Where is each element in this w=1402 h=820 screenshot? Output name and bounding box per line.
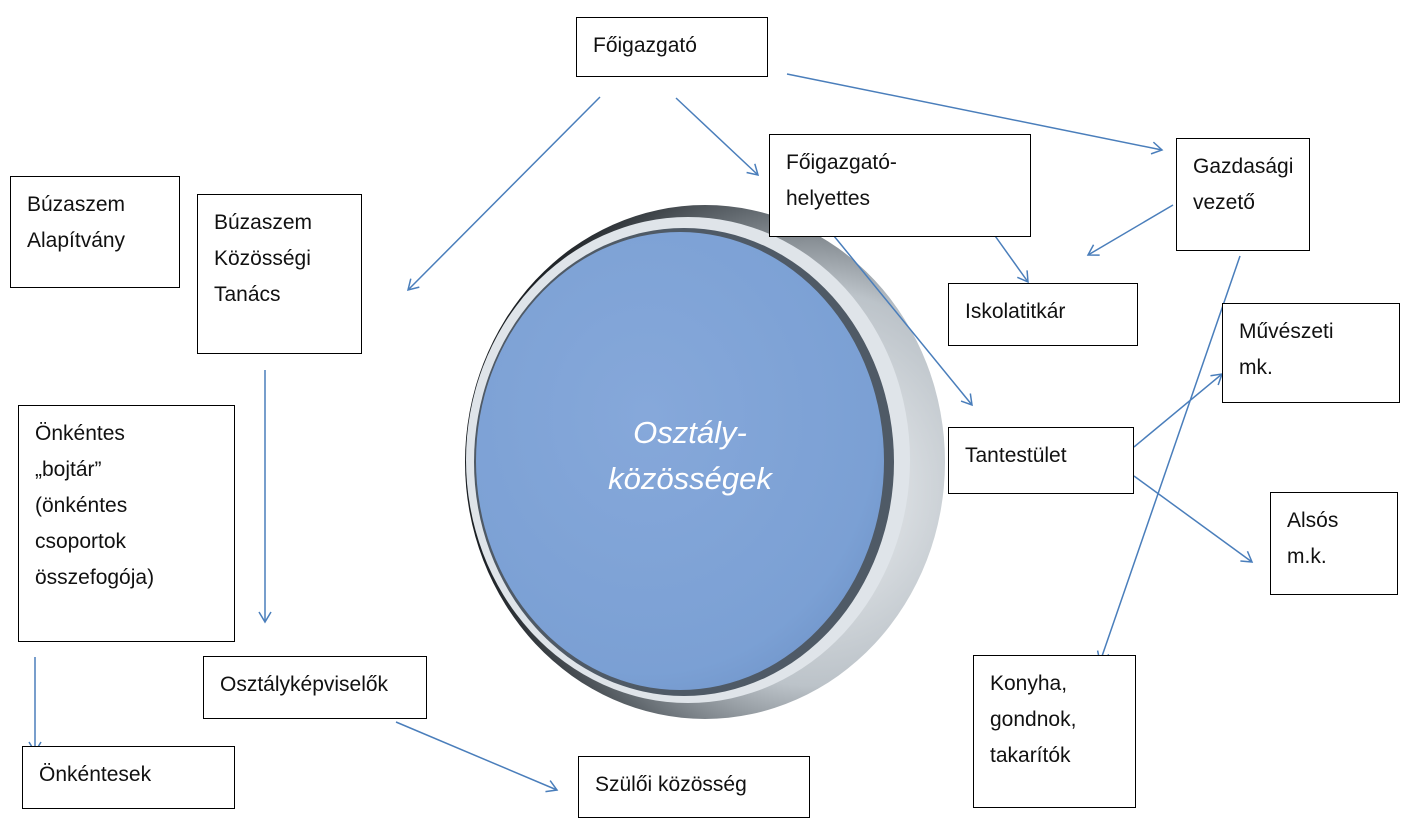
arrow-gazdasagi-to-konyha (1096, 255, 1241, 664)
box-label-line: Önkéntes (35, 422, 125, 445)
box-label-line: „bojtár” (35, 458, 102, 481)
center-label-line: közösségek (608, 461, 772, 496)
box-osztalykepviselok: Osztályképviselők (203, 656, 427, 719)
box-muveszeti-mk: Művészeti mk. (1222, 303, 1400, 403)
box-label-line: Szülői közösség (595, 773, 747, 796)
box-label-line: Konyha, (990, 672, 1068, 695)
box-label-line: vezető (1193, 191, 1255, 214)
arrow-tantestulet-to-alsos (1133, 475, 1254, 563)
arrow-foigazgato-to-gazdasagi (786, 73, 1164, 155)
box-label-line: Főigazgató- (786, 151, 897, 174)
box-label-line: Iskolatitkár (965, 300, 1066, 323)
box-label-line: Önkéntesek (39, 763, 152, 786)
arrow-tantestulet-to-muveszeti (1133, 373, 1224, 448)
box-label-line: Osztályképviselők (220, 673, 389, 696)
box-label-line: takarítók (990, 744, 1071, 767)
box-label-line: Közösségi (214, 247, 311, 270)
box-alsos-mk: Alsós m.k. (1270, 492, 1398, 595)
box-onkentesek: Önkéntesek (22, 746, 235, 809)
box-label-line: mk. (1239, 356, 1273, 379)
box-label-line: Főigazgató (593, 34, 697, 57)
disc-face (476, 232, 884, 690)
box-label-line: Búzaszem (214, 211, 313, 234)
box-label-line: Tantestület (965, 444, 1067, 467)
box-label-line: (önkéntes (35, 494, 128, 517)
box-konyha-gondnok-takaritok: Konyha, gondnok, takarítók (973, 655, 1136, 808)
box-foigazgato: Főigazgató (576, 17, 768, 77)
arrow-gazdasagi-to-iskolatitkar (1086, 204, 1174, 256)
box-tantestulet: Tantestület (948, 427, 1134, 494)
center-label: Osztály- közösségek (560, 410, 820, 502)
box-label-line: Alapítvány (27, 229, 126, 252)
center-disc (465, 205, 945, 719)
arrows (28, 73, 1254, 793)
box-foigazgato-helyettes: Főigazgató- helyettes (769, 134, 1031, 237)
box-label-line: Búzaszem (27, 193, 126, 216)
arrow-helyettes-to-tantestulet (824, 224, 973, 407)
box-onkentes-bojtar: Önkéntes „bojtár” (önkéntes csoportok ös… (18, 405, 235, 642)
box-label-line: Gazdasági (1193, 155, 1294, 178)
box-label-line: m.k. (1287, 545, 1327, 568)
box-szuloi-kozosseg: Szülői közösség (578, 756, 810, 818)
box-label-line: gondnok, (990, 708, 1077, 731)
box-buzaszem-alapitvany: Búzaszem Alapítvány (10, 176, 180, 288)
center-label-line: Osztály- (633, 415, 747, 450)
box-label-line: Tanács (214, 283, 281, 306)
box-label-line: Alsós (1287, 509, 1339, 532)
box-iskolatitkar: Iskolatitkár (948, 283, 1138, 346)
arrow-foigazgato-to-helyettes (675, 97, 760, 176)
box-label-line: helyettes (786, 187, 871, 210)
box-label-line: csoportok (35, 530, 127, 553)
box-buzaszem-kozossegi-tanacs: Búzaszem Közösségi Tanács (197, 194, 362, 354)
arrow-foigazgato-to-tanacs (406, 96, 601, 292)
arrow-osztalykepviselok-to-szuloi (395, 721, 559, 793)
box-label-line: összefogója) (35, 566, 155, 589)
box-gazdasagi-vezeto: Gazdasági vezető (1176, 138, 1310, 251)
box-label-line: Művészeti (1239, 320, 1334, 343)
